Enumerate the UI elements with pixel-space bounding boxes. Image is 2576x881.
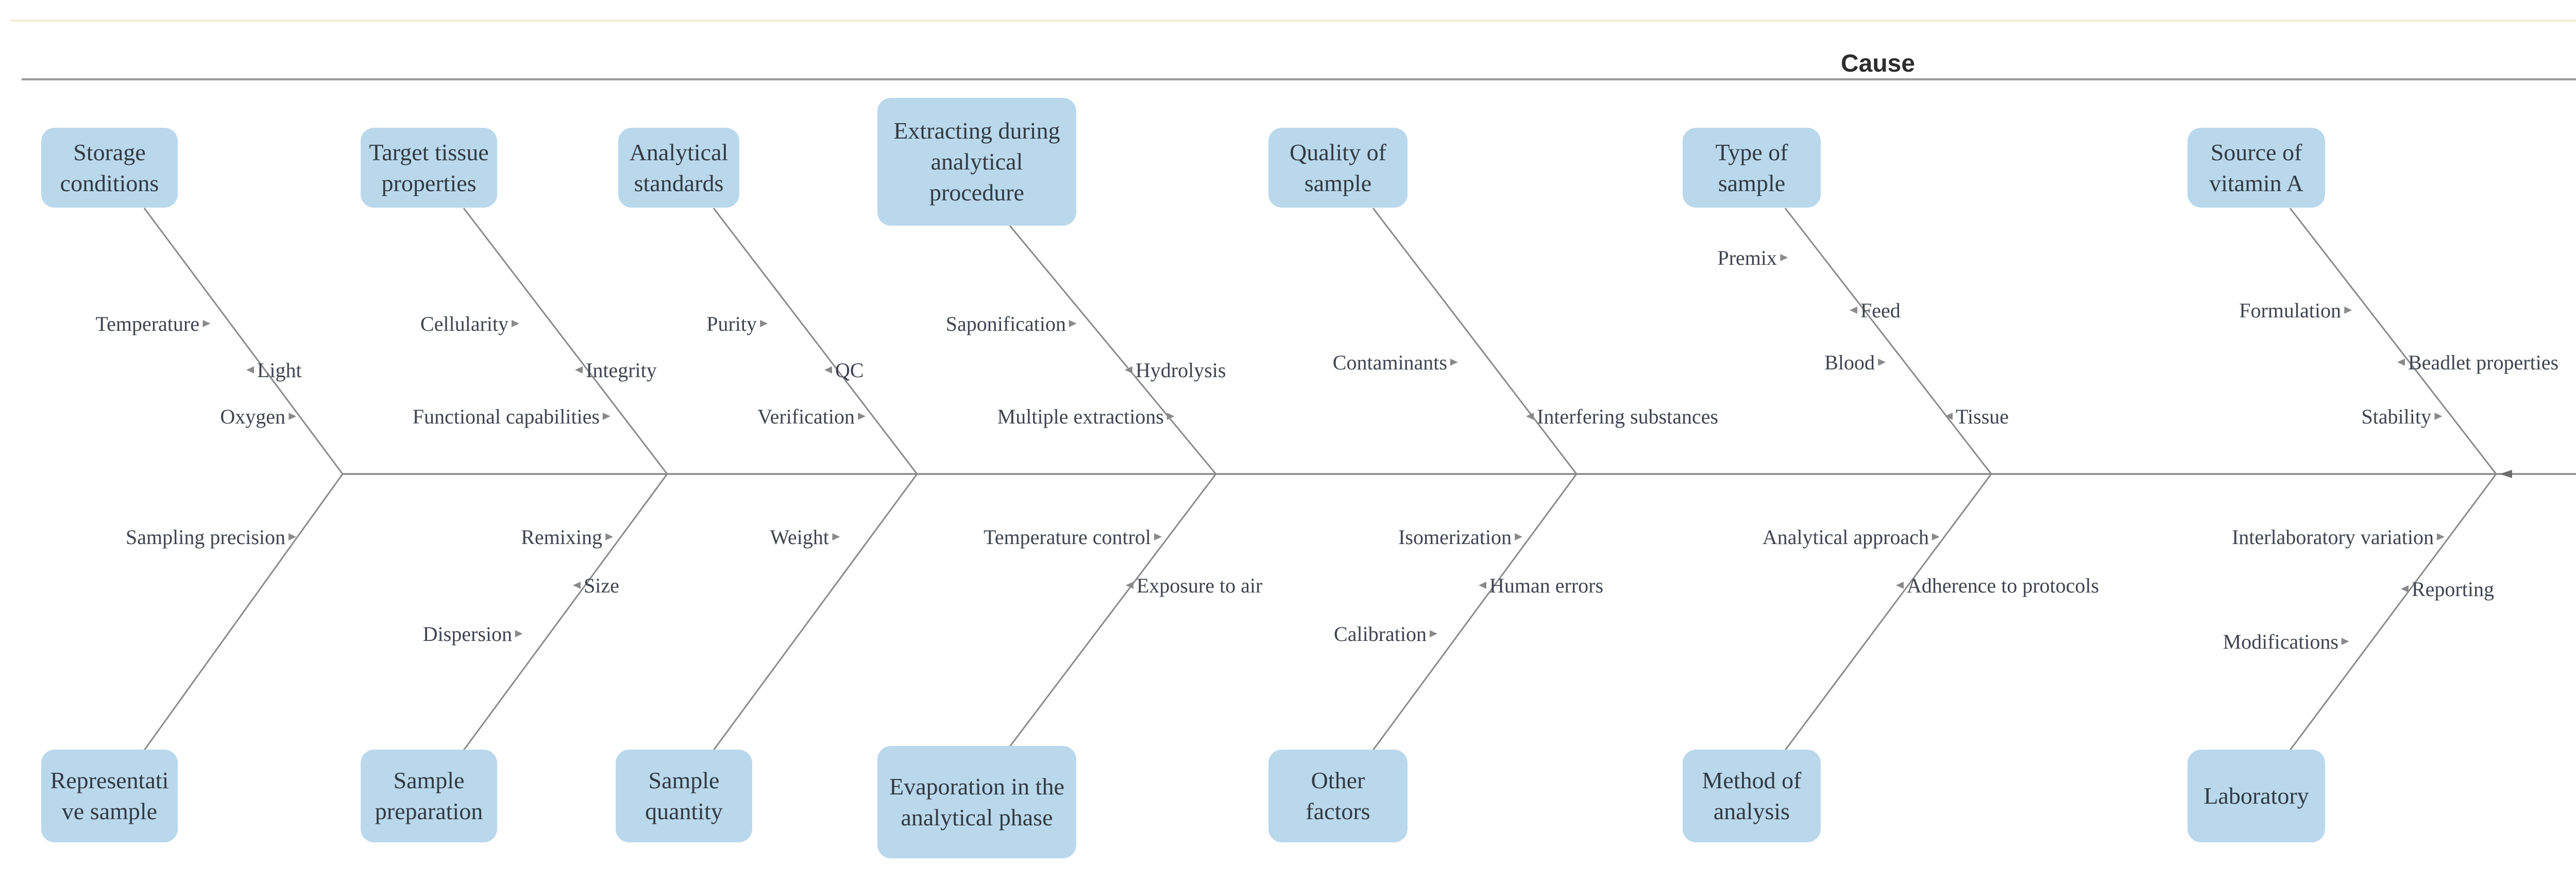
cause-label-interlaboratory-variation: Interlaboratory variation <box>2232 521 2445 552</box>
cause-label-analytical-approach: Analytical approach <box>1762 521 1940 552</box>
cause-label-formulation: Formulation <box>2239 295 2352 326</box>
cause-label-cellularity: Cellularity <box>420 308 519 339</box>
cause-label-human-errors: Human errors <box>1479 570 1603 601</box>
category-box-target-tissue-properties: Target tissue properties <box>361 128 497 208</box>
cause-label-weight: Weight <box>770 521 840 552</box>
bone-line <box>2289 208 2497 475</box>
category-box-method-of-analysis: Method of analysis <box>1683 750 1821 842</box>
bone-line <box>463 208 668 475</box>
cause-label-multiple-extractions: Multiple extractions <box>997 401 1175 432</box>
cause-label-saponification: Saponification <box>946 308 1077 339</box>
cause-label-light: Light <box>246 354 302 385</box>
category-box-laboratory: Laboratory <box>2188 750 2325 842</box>
cause-label-temperature-control: Temperature control <box>984 521 1162 552</box>
bone-line <box>1009 225 1217 475</box>
cause-label-adherence-to-protocols: Adherence to protocols <box>1896 570 2099 601</box>
cause-label-feed: Feed <box>1850 295 1901 326</box>
category-box-type-of-sample: Type of sample <box>1683 128 1821 208</box>
cause-label-interfering-substances: Interfering substances <box>1526 401 1718 432</box>
cause-label-reporting: Reporting <box>2401 573 2494 604</box>
bone-line <box>463 473 668 751</box>
cause-label-size: Size <box>573 570 619 601</box>
bone-line <box>713 473 918 751</box>
cause-label-oxygen: Oxygen <box>220 401 296 432</box>
bone-line <box>1372 473 1578 751</box>
cause-label-premix: Premix <box>1717 242 1788 273</box>
cause-section-label: Cause <box>1840 50 1916 77</box>
cause-label-remixing: Remixing <box>521 521 613 552</box>
category-box-extracting-during-analytical-procedure: Extracting during analytical procedure <box>877 98 1076 226</box>
cause-label-integrity: Integrity <box>575 354 657 385</box>
cause-label-exposure-to-air: Exposure to air <box>1126 570 1262 601</box>
cause-label-modifications: Modifications <box>2223 626 2349 657</box>
bone-line <box>1784 473 1992 751</box>
category-box-representative-sample: Representati ve sample <box>41 750 178 842</box>
cause-label-purity: Purity <box>706 308 768 339</box>
bone-line <box>2289 473 2497 751</box>
category-box-other-factors: Other factors <box>1268 750 1408 842</box>
bone-line <box>713 208 918 475</box>
cause-label-beadlet-properties: Beadlet properties <box>2397 347 2558 378</box>
cause-label-sampling-precision: Sampling precision <box>126 521 296 552</box>
cause-label-calibration: Calibration <box>1334 618 1437 649</box>
category-box-storage-conditions: Storage conditions <box>41 128 178 208</box>
cause-label-temperature: Temperature <box>95 308 210 339</box>
cause-label-isomerization: Isomerization <box>1398 521 1522 552</box>
bone-line <box>1372 208 1578 475</box>
junction-arrowhead <box>2500 470 2512 478</box>
category-box-evaporation-in-the-analytical-phase: Evaporation in the analytical phase <box>877 746 1076 858</box>
cause-label-functional-capabilities: Functional capabilities <box>413 401 611 432</box>
bone-line <box>1009 473 1217 747</box>
category-box-sample-preparation: Sample preparation <box>361 750 497 842</box>
cause-label-blood: Blood <box>1824 347 1886 378</box>
cause-label-verification: Verification <box>757 401 866 432</box>
bone-line <box>143 473 344 751</box>
category-box-analytical-standards: Analytical standards <box>618 128 739 208</box>
cause-label-dispersion: Dispersion <box>423 618 523 649</box>
cause-label-stability: Stability <box>2361 401 2442 432</box>
cause-label-contaminants: Contaminants <box>1333 347 1458 378</box>
bone-line <box>143 208 344 475</box>
category-box-source-of-vitamin-a: Source of vitamin A <box>2188 128 2325 208</box>
cause-label-tissue: Tissue <box>1945 401 2009 432</box>
cause-label-qc: QC <box>824 354 864 385</box>
bone-line <box>1784 208 1992 475</box>
cause-label-hydrolysis: Hydrolysis <box>1125 354 1226 385</box>
category-box-quality-of-sample: Quality of sample <box>1268 128 1408 208</box>
category-box-sample-quantity: Sample quantity <box>616 750 752 842</box>
